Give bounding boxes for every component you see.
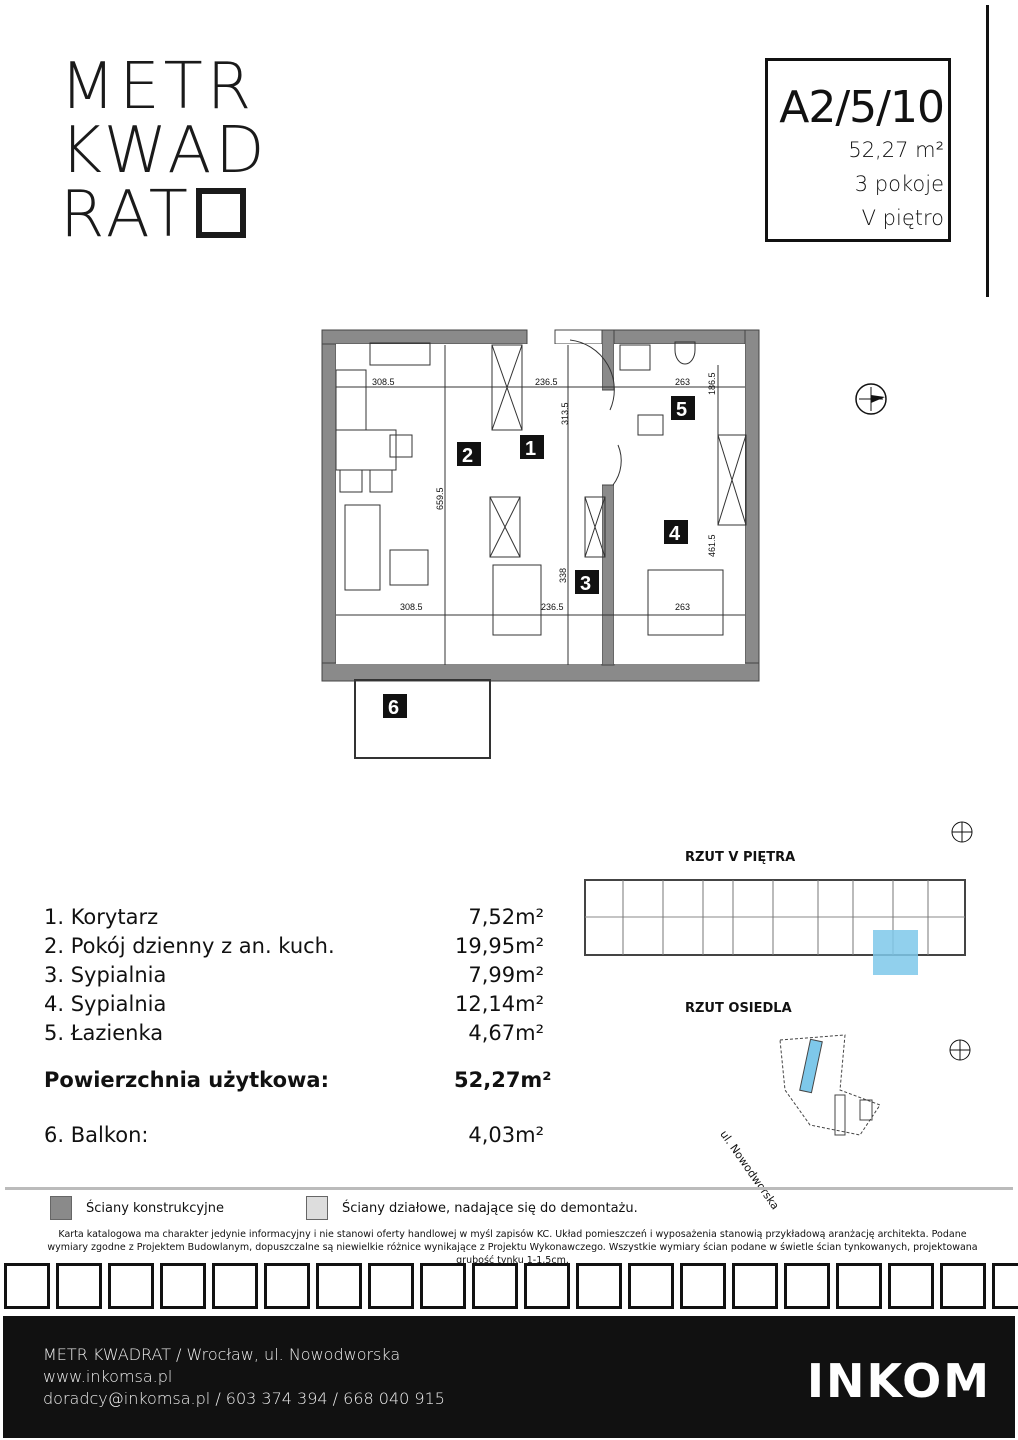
room-row: 1. Korytarz 7,52m² — [44, 905, 544, 934]
floor-plan: 308.5 236.5 313.5 263 186.5 659.5 461.5 … — [321, 329, 760, 759]
room-label: 1. Korytarz — [44, 905, 159, 929]
building-floor-map — [584, 879, 966, 975]
total-row: Powierzchnia użytkowa: 52,27m² — [44, 1068, 552, 1097]
legend-label: Ściany konstrukcyjne — [86, 1200, 224, 1216]
site-map — [779, 1034, 881, 1136]
logo-line: RAT — [60, 178, 192, 252]
compass-icon — [951, 821, 973, 843]
logo-line: METR — [60, 50, 256, 124]
room-row: 5. Łazienka 4,67m² — [44, 1021, 544, 1050]
logo-line: KWAD — [60, 114, 269, 188]
compass-icon — [855, 383, 887, 415]
balcony-label: 6. Balkon: — [44, 1123, 149, 1147]
dimension: 308.5 — [400, 602, 423, 612]
floor-plan-title: RZUT V PIĘTRA — [685, 850, 796, 865]
divider — [5, 1187, 1013, 1190]
footer-website-link[interactable]: www.inkomsa.pl — [43, 1367, 173, 1386]
room-row: 3. Sypialnia 7,99m² — [44, 963, 544, 992]
dimension: 186.5 — [707, 372, 717, 395]
room-row: 2. Pokój dzienny z an. kuch. 19,95m² — [44, 934, 544, 963]
dimension: 659.5 — [435, 487, 445, 510]
room-number: 3 — [580, 573, 591, 595]
dimension: 461.5 — [707, 534, 717, 557]
site-plan-title: RZUT OSIEDLA — [685, 1001, 792, 1016]
dimension: 236.5 — [535, 377, 558, 387]
dimension: 338 — [558, 568, 568, 583]
compass-icon — [949, 1039, 971, 1061]
unit-rooms: 3 pokoje — [854, 172, 944, 196]
room-row: 4. Sypialnia 12,14m² — [44, 992, 544, 1021]
dimension: 236.5 — [541, 602, 564, 612]
logo-square-icon — [195, 188, 246, 238]
legend-partition: Ściany działowe, nadające się do demonta… — [306, 1196, 638, 1220]
divider — [986, 5, 989, 297]
dimension: 308.5 — [372, 377, 395, 387]
dimension-labels: 308.5 236.5 313.5 263 186.5 659.5 461.5 … — [372, 372, 717, 612]
room-number: 4 — [669, 523, 681, 545]
total-area: 52,27m² — [454, 1068, 552, 1092]
unit-id: A2/5/10 — [779, 82, 945, 133]
room-label: 5. Łazienka — [44, 1021, 164, 1045]
unit-area: 52,27 m² — [848, 138, 944, 162]
room-number: 2 — [462, 445, 473, 467]
room-number: 1 — [525, 438, 536, 460]
decorative-squares — [0, 1263, 1018, 1311]
total-label: Powierzchnia użytkowa: — [44, 1068, 329, 1092]
balcony-area: 4,03m² — [468, 1123, 544, 1147]
street-label: ul. Nowodworska — [717, 1128, 782, 1213]
room-area: 4,67m² — [468, 1021, 544, 1045]
dimension: 263 — [675, 377, 690, 387]
room-label: 4. Sypialnia — [44, 992, 167, 1016]
room-label: 2. Pokój dzienny z an. kuch. — [44, 934, 335, 958]
disclaimer: Karta katalogowa ma charakter jedynie in… — [47, 1229, 978, 1266]
room-area: 7,99m² — [468, 963, 544, 987]
structural-wall-swatch-icon — [50, 1196, 72, 1220]
unit-highlight — [873, 930, 918, 975]
unit-info-box: A2/5/10 52,27 m² 3 pokoje V piętro — [765, 58, 951, 242]
legend-structural: Ściany konstrukcyjne — [50, 1196, 224, 1220]
dimension: 313.5 — [560, 402, 570, 425]
room-area: 19,95m² — [455, 934, 544, 958]
room-label: 3. Sypialnia — [44, 963, 167, 987]
unit-floor: V piętro — [861, 206, 944, 230]
legend-label: Ściany działowe, nadające się do demonta… — [342, 1200, 638, 1216]
room-area: 7,52m² — [468, 905, 544, 929]
room-number: 5 — [676, 399, 687, 421]
logo: METR KWAD RAT — [60, 55, 269, 247]
partition-wall-swatch-icon — [306, 1196, 328, 1220]
room-number: 6 — [388, 697, 399, 719]
room-area: 12,14m² — [455, 992, 544, 1016]
footer-address: METR KWADRAT / Wrocław, ul. Nowodworska — [43, 1345, 401, 1364]
footer: METR KWADRAT / Wrocław, ul. Nowodworska … — [3, 1316, 1015, 1438]
room-list: 1. Korytarz 7,52m² 2. Pokój dzienny z an.… — [44, 905, 552, 1152]
inkom-logo: INKOM — [806, 1354, 991, 1408]
balcony-row: 6. Balkon: 4,03m² — [44, 1123, 544, 1152]
footer-contact[interactable]: doradcy@inkomsa.pl / 603 374 394 / 668 0… — [43, 1389, 445, 1408]
dimension: 263 — [675, 602, 690, 612]
